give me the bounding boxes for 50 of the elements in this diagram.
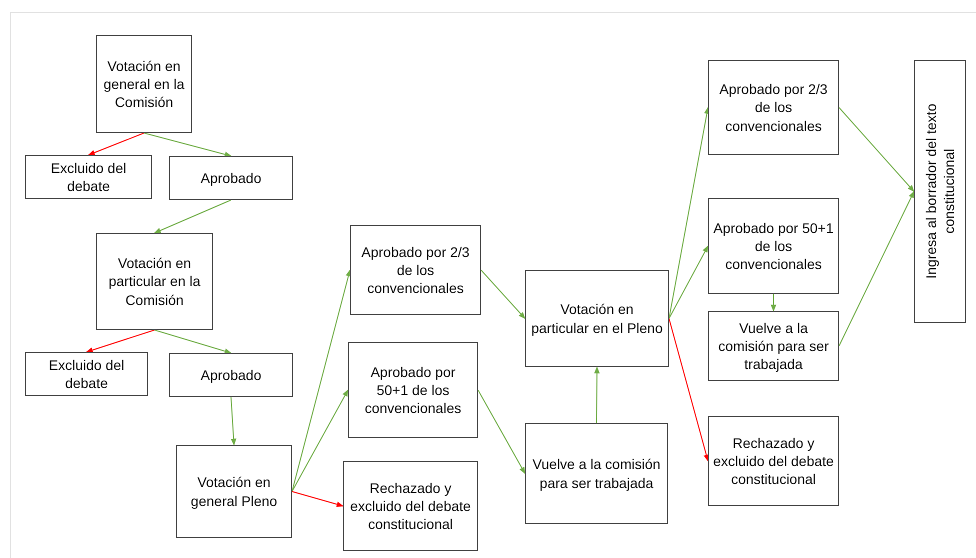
process-box bbox=[525, 270, 669, 367]
arrow bbox=[292, 491, 344, 507]
box-label: Aprobado por 50+1 de los convencionales bbox=[364, 362, 462, 418]
arrow bbox=[668, 245, 708, 319]
box-label: Votación en general en la Comisión bbox=[102, 56, 186, 112]
box-label: Votación en particular en la Comisión bbox=[108, 254, 202, 309]
arrow bbox=[478, 390, 526, 474]
arrow bbox=[480, 270, 526, 320]
box-label: Aprobado bbox=[200, 168, 262, 188]
arrow bbox=[88, 132, 144, 156]
process-box bbox=[96, 35, 192, 133]
arrow bbox=[292, 389, 348, 492]
box-label: Ingresa al borrador del texto constitucional bbox=[922, 102, 958, 282]
arrow bbox=[594, 366, 600, 424]
process-box bbox=[343, 461, 478, 551]
box-label: Aprobado por 2/3 de los convencionales bbox=[718, 80, 829, 135]
box-label: Votación en particular en el Pleno bbox=[530, 300, 664, 337]
arrow bbox=[86, 330, 155, 353]
process-box bbox=[525, 423, 668, 524]
box-label: Vuelve a la comisión para ser trabajada bbox=[532, 455, 662, 492]
process-box bbox=[350, 225, 481, 315]
process-box bbox=[708, 60, 839, 155]
process-box bbox=[169, 353, 293, 397]
arrow bbox=[770, 294, 776, 312]
box-label: Rechazado y excluido del debate constitucional bbox=[349, 478, 472, 534]
box-label: Vuelve a la comisión para ser trabajada bbox=[717, 318, 830, 374]
process-box bbox=[169, 156, 293, 200]
arrow bbox=[668, 318, 710, 462]
process-box bbox=[176, 445, 292, 538]
arrow bbox=[144, 132, 232, 158]
box-label: Aprobado bbox=[200, 366, 262, 384]
process-box bbox=[708, 311, 839, 381]
box-label: Votación en general Pleno bbox=[190, 473, 278, 510]
box-label: Rechazado y excluido del debate constitucional bbox=[713, 434, 834, 488]
box-label: Excluido del debate bbox=[48, 356, 126, 392]
box-label: Aprobado por 2/3 de los convencionales bbox=[360, 242, 471, 298]
process-box bbox=[708, 198, 839, 294]
arrow bbox=[838, 190, 914, 346]
process-box bbox=[25, 352, 148, 396]
process-box bbox=[96, 233, 213, 330]
process-box bbox=[914, 60, 966, 323]
box-label: Aprobado por 50+1 de los convencionales bbox=[713, 218, 834, 274]
box-label: Excluido del debate bbox=[50, 158, 128, 196]
process-box bbox=[708, 416, 839, 506]
arrow bbox=[154, 200, 232, 234]
arrow bbox=[838, 107, 914, 192]
arrow bbox=[230, 396, 236, 446]
process-box bbox=[25, 155, 152, 199]
process-box bbox=[348, 342, 478, 438]
arrow bbox=[154, 330, 232, 354]
